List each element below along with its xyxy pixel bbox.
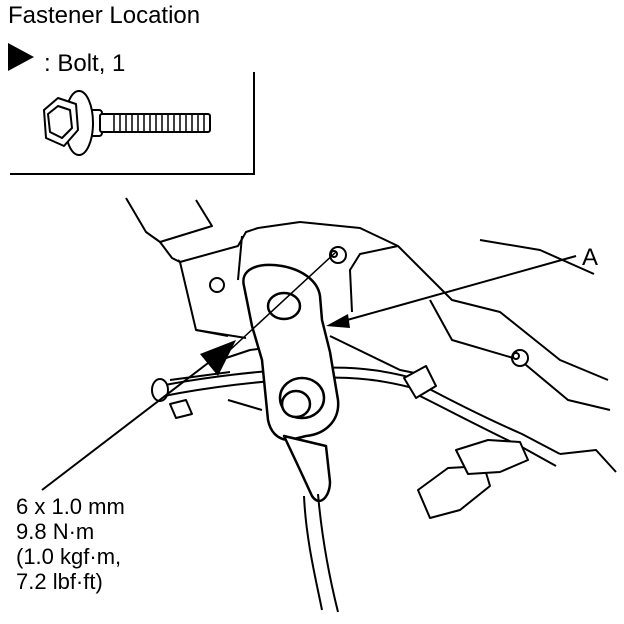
harness-clip-icon	[151, 365, 529, 519]
legend-box-border	[10, 72, 255, 175]
body-panel-outline	[125, 197, 617, 473]
panel-hole-icon	[209, 246, 529, 367]
spec-size: 6 x 1.0 mm	[16, 494, 125, 519]
bolt-marker-triangle-icon	[200, 340, 236, 376]
spec-torque-kgf: (1.0 kgf·m,	[16, 544, 122, 569]
ground-cable	[303, 493, 339, 613]
legend-triangle-icon	[8, 43, 34, 71]
spec-torque-lbf: 7.2 lbf·ft)	[16, 569, 103, 594]
torque-specification: 6 x 1.0 mm 9.8 N·m (1.0 kgf·m, 7.2 lbf·f…	[16, 494, 125, 594]
diagram-title: Fastener Location	[8, 2, 201, 29]
bolt-icon	[43, 90, 211, 156]
installation-axis-line	[229, 251, 337, 351]
callout-a-leader-line	[339, 255, 577, 323]
ground-terminal	[242, 263, 340, 503]
legend-bolt-label: : Bolt, 1	[44, 50, 126, 77]
callout-label-a: A	[582, 244, 599, 271]
callout-a-arrowhead-icon	[326, 314, 350, 328]
spec-leader-line	[41, 359, 213, 491]
spec-torque-nm: 9.8 N·m	[16, 519, 95, 544]
